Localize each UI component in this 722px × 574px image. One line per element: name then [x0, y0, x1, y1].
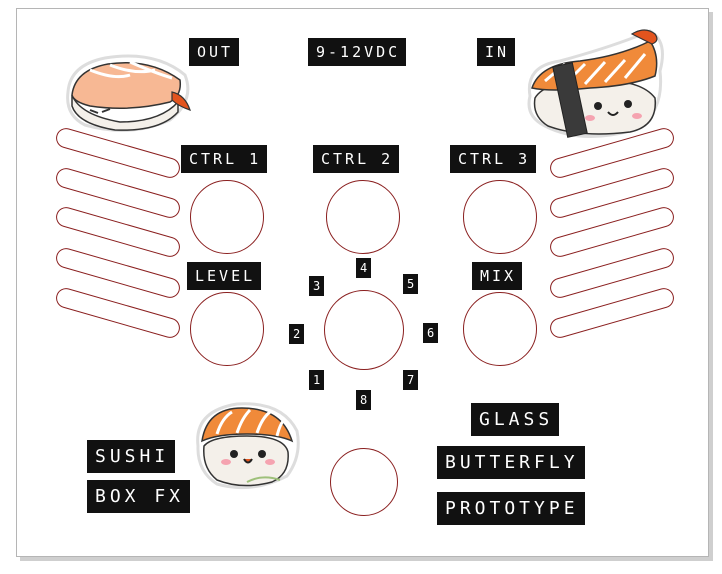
ctrl2-knob[interactable] — [326, 180, 400, 254]
selector-position-7: 7 — [403, 370, 419, 390]
product-line-2: BUTTERFLY — [437, 446, 585, 479]
level-label: LEVEL — [187, 262, 262, 290]
selector-position-1: 1 — [309, 370, 325, 390]
ctrl1-label: CTRL 1 — [181, 145, 268, 173]
program-selector-knob[interactable] — [324, 290, 404, 370]
selector-position-3: 3 — [309, 276, 325, 296]
in-jack-label: IN — [477, 38, 516, 66]
sushi-nigiri-face-icon — [196, 402, 300, 490]
selector-position-2: 2 — [289, 324, 305, 344]
power-jack-label: 9-12VDC — [308, 38, 407, 66]
ctrl3-knob[interactable] — [463, 180, 537, 254]
mix-knob[interactable] — [463, 292, 537, 366]
mix-label: MIX — [472, 262, 523, 290]
footswitch[interactable] — [330, 448, 398, 516]
sushi-nigiri-face-icon — [527, 29, 664, 138]
level-knob[interactable] — [190, 292, 264, 366]
selector-position-6: 6 — [423, 323, 439, 343]
brand-line-1: SUSHI — [87, 440, 176, 473]
selector-position-4: 4 — [356, 258, 372, 278]
product-line-1: GLASS — [471, 403, 560, 436]
sushi-nigiri-icon — [66, 54, 191, 132]
ctrl3-label: CTRL 3 — [450, 145, 537, 173]
ctrl1-knob[interactable] — [190, 180, 264, 254]
ctrl2-label: CTRL 2 — [313, 145, 400, 173]
product-line-3: PROTOTYPE — [437, 492, 585, 525]
selector-position-8: 8 — [356, 390, 372, 410]
out-jack-label: OUT — [189, 38, 240, 66]
selector-position-5: 5 — [403, 274, 419, 294]
brand-line-2: BOX FX — [87, 480, 191, 513]
